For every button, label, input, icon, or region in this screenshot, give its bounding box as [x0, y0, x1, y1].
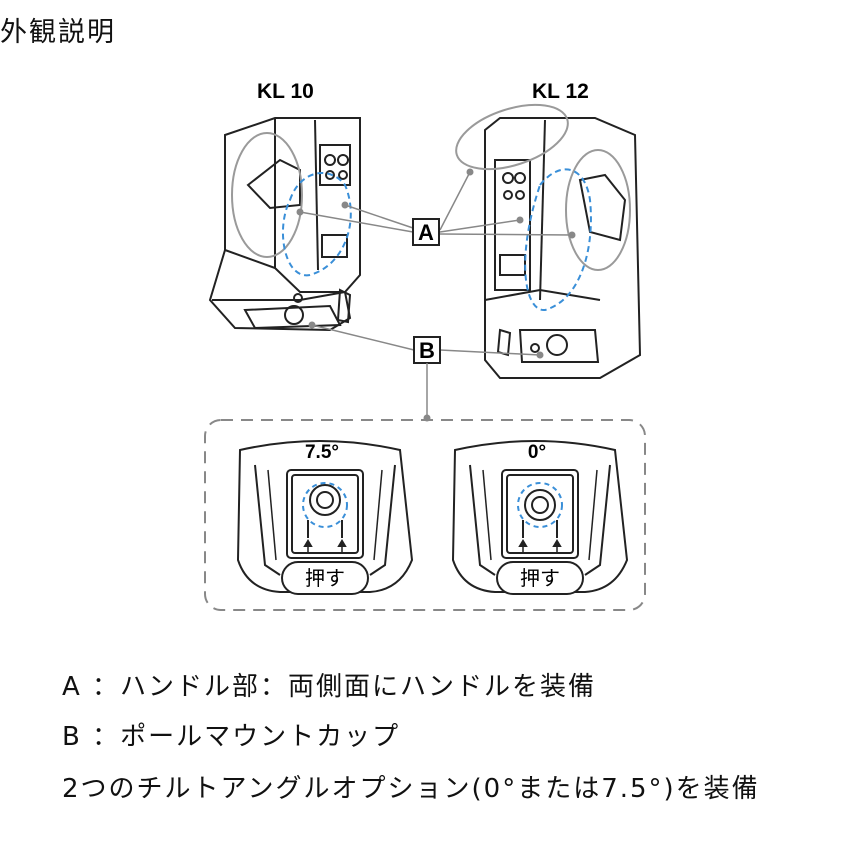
- callout-a-label: A: [418, 220, 434, 245]
- callout-b-label: B: [419, 338, 435, 363]
- description-tilt: 2つのチルトアングルオプション(0°または7.5°)を装備: [62, 774, 760, 804]
- speaker-diagram: KL 10 KL 12: [204, 80, 646, 611]
- model-label-kl10: KL 10: [257, 80, 314, 103]
- angle-label-left: 7.5°: [305, 442, 339, 463]
- speaker-kl10-icon: [208, 117, 361, 332]
- speaker-kl12-icon: [484, 117, 642, 379]
- page-title: 外観説明: [0, 17, 116, 48]
- push-label-right: 押す: [520, 566, 560, 590]
- detail-box: [204, 419, 646, 611]
- push-label-left: 押す: [305, 566, 345, 590]
- pole-cup-0-icon: [451, 440, 629, 595]
- angle-label-right: 0°: [528, 442, 546, 463]
- model-label-kl12: KL 12: [532, 80, 589, 103]
- description-a: A ：ハンドル部：両側面にハンドルを装備: [62, 672, 597, 702]
- callout-a: A: [296, 168, 576, 246]
- pole-cup-7-5-icon: [236, 440, 414, 595]
- callout-b: B: [308, 321, 544, 422]
- description-b: B ：ポールマウントカップ: [62, 722, 401, 752]
